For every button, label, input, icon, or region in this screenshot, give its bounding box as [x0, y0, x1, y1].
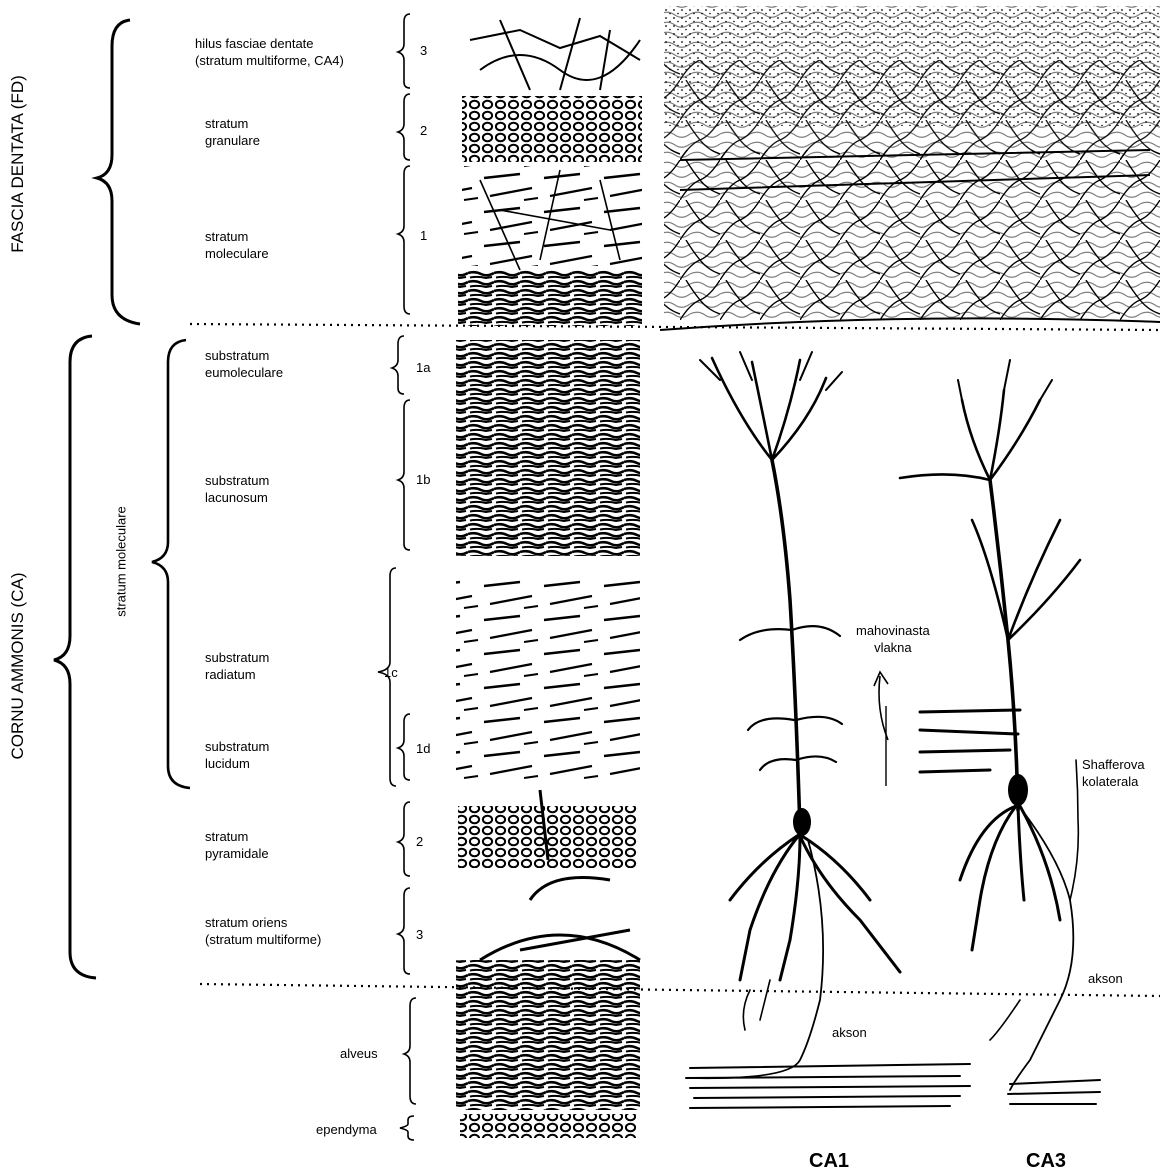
layer-number-fd-moleculare: 1 [420, 228, 427, 244]
stratum-moleculare-group-label: stratum moleculare [114, 497, 129, 627]
layer-label-radiatum: substratum radiatum [205, 649, 269, 683]
alveus-divider [200, 984, 1160, 996]
fd-brace [97, 20, 140, 324]
layer-label-lacunosum: substratum lacunosum [205, 472, 269, 506]
cornu-ammonis-title: CORNU AMMONIS (CA) [8, 566, 28, 766]
layer-number-pyramidale: 2 [416, 834, 423, 850]
layer-label-hilus: hilus fasciae dentate (stratum multiform… [195, 35, 344, 69]
dentate-detail [660, 6, 1160, 330]
molecular-brace [152, 340, 190, 788]
layer-number-granulare: 2 [420, 123, 427, 139]
ca3-label: CA3 [1026, 1150, 1066, 1173]
layer-label-oriens: stratum oriens (stratum multiforme) [205, 914, 321, 948]
ca1-label: CA1 [809, 1150, 849, 1173]
layer-braces [378, 14, 416, 1140]
layer-number-hilus: 3 [420, 43, 427, 59]
ependyma-label: ependyma [316, 1121, 377, 1138]
layer-number-1c: 1c [384, 665, 398, 681]
layer-label-fd-moleculare: stratum moleculare [205, 228, 269, 262]
ca3-axon-label: akson [1088, 970, 1123, 987]
ca3-neuron [900, 360, 1100, 1104]
layer-label-granulare: stratum granulare [205, 115, 260, 149]
ca-brace [54, 336, 96, 978]
layer-label-pyramidale: stratum pyramidale [205, 828, 269, 862]
schaffer-collateral-label: Shafferova kolaterala [1082, 756, 1145, 790]
ca1-axon-label: akson [832, 1024, 867, 1041]
layer-number-1a: 1a [416, 360, 430, 376]
layer-label-eumoleculare: substratum eumoleculare [205, 347, 283, 381]
layer-label-lucidum: substratum lucidum [205, 738, 269, 772]
mossy-fibers-label: mahovinasta vlakna [856, 622, 930, 656]
fascia-dentata-title: FASCIA DENTATA (FD) [8, 74, 28, 254]
histology-column [456, 18, 642, 1138]
alveus-label: alveus [340, 1045, 378, 1062]
layer-number-1d: 1d [416, 741, 430, 757]
layer-number-1b: 1b [416, 472, 430, 488]
layer-number-oriens: 3 [416, 927, 423, 943]
